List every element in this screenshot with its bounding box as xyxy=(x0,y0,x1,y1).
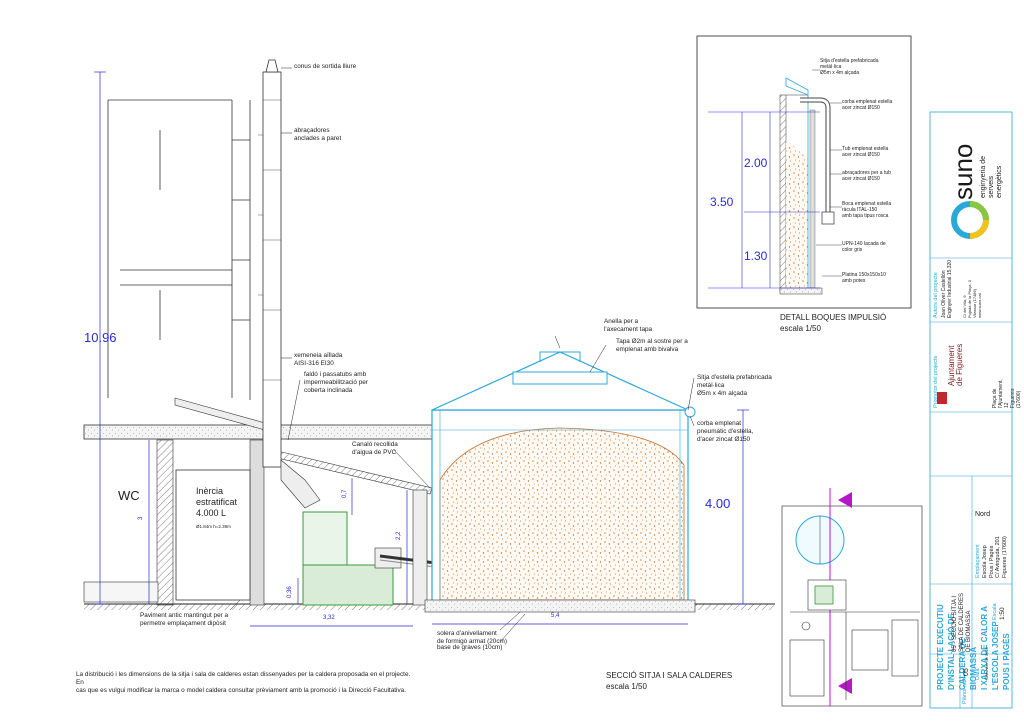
detail-dim-350: 3.50 xyxy=(710,195,734,209)
detail-dim-200: 2.00 xyxy=(744,156,768,170)
brand-subtitle: enginyeria de serveis energètics xyxy=(980,155,1003,198)
date-value: Setembre de 2015 xyxy=(984,647,989,680)
north-label: Nord xyxy=(975,511,991,518)
plan-number-label: Plànol núm. xyxy=(962,674,968,704)
site-heading: Emplaçament xyxy=(975,544,981,578)
footnote: La distribució i les dimensions de la si… xyxy=(76,671,411,694)
detail-dim-130: 1.30 xyxy=(744,249,768,263)
detail-label-plate: Platina 150x150x10 amb potes xyxy=(842,272,886,284)
scale-value: 1:50 xyxy=(999,607,1006,620)
label-flashing: faldó i passatubs amb impermeabilització… xyxy=(304,371,368,394)
label-gutter: Canaló recollida d'aigua de PVC xyxy=(352,441,398,456)
sheet-title: 05 - SECCIÓ SITJA I SALA DE CALDERES DE … xyxy=(952,592,972,652)
author-lines: Joan Oliver Castellón Enginyer Industria… xyxy=(941,259,953,318)
dim-07: 0,7 xyxy=(342,489,348,498)
scale-label: Escala xyxy=(992,603,998,620)
detail-label-upn: UPN-140 lacada de color gris xyxy=(842,241,886,253)
label-silo: Sitja d'estella prefabricada metàl·lica … xyxy=(697,374,772,397)
section-caption-title: SECCIÓ SITJA I SALA CALDERES xyxy=(606,671,733,680)
office-lines: C/ del Vilà, 9 Pujada de la Plaça, 3 Vil… xyxy=(962,280,982,318)
label-outlet-cone: conus de sortida lliure xyxy=(294,63,357,70)
dim-silo-height: 4.00 xyxy=(705,496,731,511)
label-buffer-tank: Inèrcia estratificat 4.000 L xyxy=(196,486,238,518)
dim-036: 0,36 xyxy=(287,586,293,598)
label-slab: solera d'anivellament de formigó armat (… xyxy=(437,630,507,645)
dim-room-width: 3,32 xyxy=(323,615,335,621)
dim-22: 2,2 xyxy=(396,531,402,540)
date-label: Data xyxy=(975,668,981,680)
detail-label-silo: Sitja d'estella prefabricada metàl·lica … xyxy=(820,58,879,76)
label-gravel: base de graves (10cm) xyxy=(437,644,503,651)
dim-silo-width: 5,4 xyxy=(551,613,560,619)
label-tank-dims: Ø1.84m h=2.39m xyxy=(196,524,231,529)
detail-caption-scale: escala 1/50 xyxy=(780,324,821,333)
dim-total-height: 10.96 xyxy=(84,330,117,345)
client-address: Plaça de l'Ajuntament, 12 Figueres (1760… xyxy=(992,379,1022,408)
detail-label-mouth: Boca emplenat estella ràcula ITAL-150 am… xyxy=(842,201,892,219)
dim-03: 3 xyxy=(138,516,144,520)
client-name: Ajuntament de Figueres xyxy=(947,343,964,386)
brand-logo-text: suno xyxy=(948,143,978,200)
label-wc: WC xyxy=(118,488,140,503)
label-chimney: xemeneia aïllada AISI-316 EI30 xyxy=(294,352,343,367)
label-pavement: Paviment antic mantingut per a permetre … xyxy=(140,612,229,627)
author-heading: Autors del projecte xyxy=(933,272,939,318)
site-lines: Escola Josep Pous i Pagès C/ Avinguda, 2… xyxy=(982,536,1008,578)
detail-label-clamps: abraçadores per a tub acer zincat Ø150 xyxy=(842,170,891,182)
label-roof-lid: Tapa Ø2m al sostre per a emplenat amb bi… xyxy=(616,338,688,353)
section-caption-scale: escala 1/50 xyxy=(606,682,647,691)
detail-label-elbow: corba emplenat estella acer zincat Ø150 xyxy=(842,99,893,111)
label-fill-elbow: corba emplenat pneumàtic d'estella, d'ac… xyxy=(697,420,754,443)
detail-caption-title: DETALL BOQUES IMPULSIÓ xyxy=(780,313,887,322)
detail-label-tube: Tub emplenat estella acer zincat Ø150 xyxy=(842,146,889,158)
label-wall-clamps: abraçadores anclades a paret xyxy=(294,127,342,142)
label-lift-ring: Anella per a l'axecament tapa xyxy=(604,318,653,333)
plan-number: 05 xyxy=(963,668,970,676)
client-heading: Promotor del projecte xyxy=(933,355,939,408)
